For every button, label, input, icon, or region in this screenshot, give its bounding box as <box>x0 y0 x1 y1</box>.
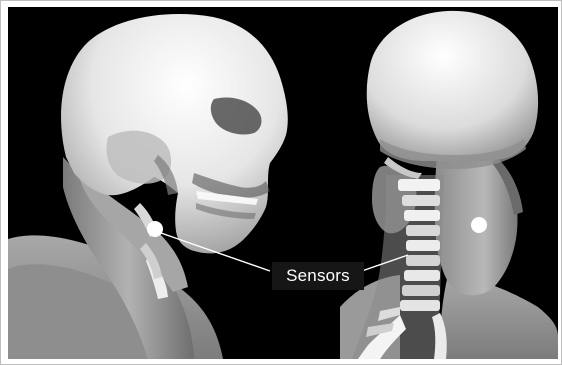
anatomy-illustration <box>8 7 558 359</box>
anatomy-render: Sensors <box>8 7 558 359</box>
sensors-callout-label: Sensors <box>272 262 364 290</box>
right-sensor-dot <box>471 217 487 233</box>
right-cervical-spine <box>352 175 447 359</box>
right-skull <box>367 11 538 179</box>
left-sensor-dot <box>147 221 163 237</box>
